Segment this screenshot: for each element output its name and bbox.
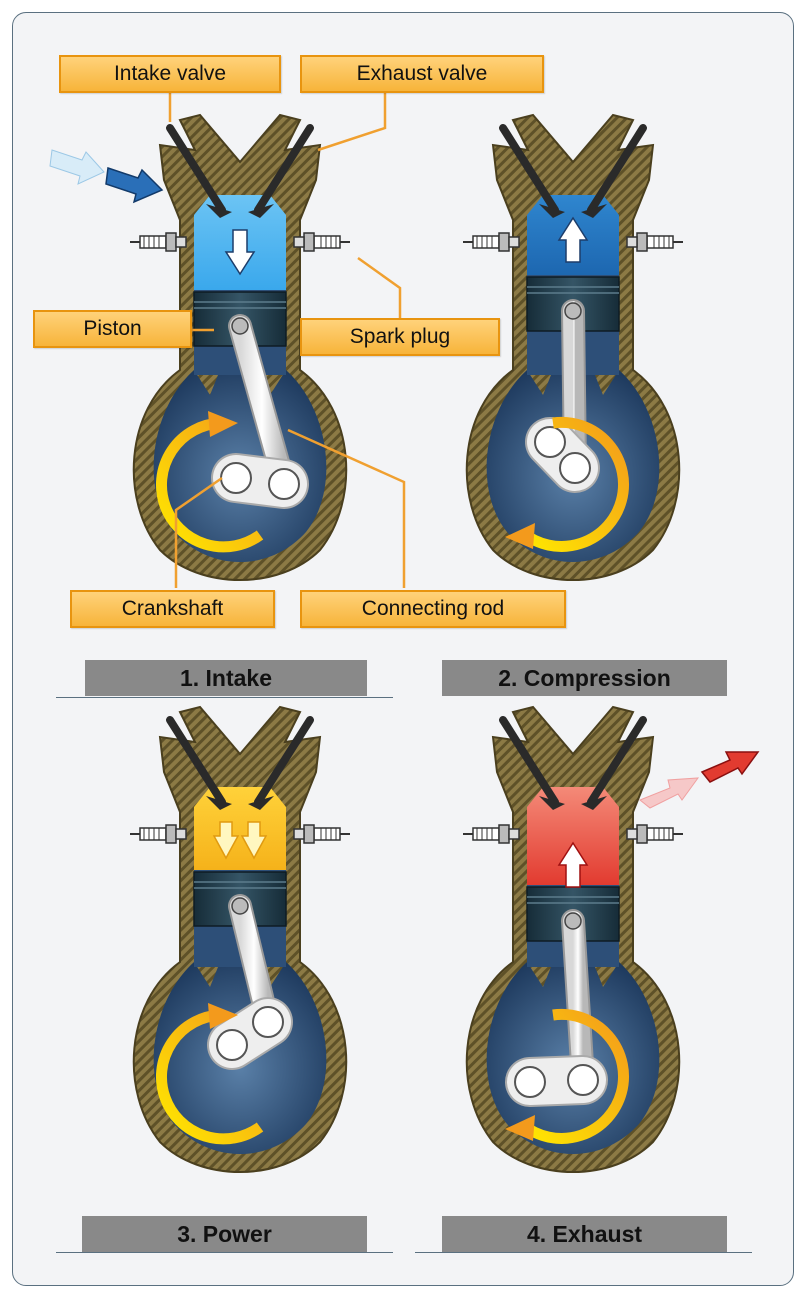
connecting-rod — [230, 316, 294, 494]
exhaust-valve-head — [581, 204, 607, 218]
intake-valve-head — [539, 796, 565, 810]
intake-valve-stem — [499, 124, 559, 214]
stroke-arrow-up — [557, 841, 589, 888]
crank-main-journal — [220, 462, 252, 494]
callout-intake-valve: Intake valve — [59, 55, 281, 93]
stage-rule-exhaust — [415, 1252, 752, 1253]
spark-plug-right — [293, 232, 351, 252]
engine-2 — [462, 113, 684, 581]
rotation-arrow — [156, 417, 264, 553]
exhaust-valve-head — [248, 204, 274, 218]
exhaust-valve-stem — [254, 124, 314, 214]
intake-flow-arrow-light — [49, 149, 105, 185]
combustion-chamber — [194, 787, 286, 870]
spark-plug-right — [626, 824, 684, 844]
wrist-pin — [564, 302, 582, 320]
rotation-arrow — [156, 1009, 264, 1145]
stage-rule-power — [56, 1252, 393, 1253]
spark-plug-left — [129, 824, 187, 844]
intake-valve-head — [539, 204, 565, 218]
stage-label-power: 3. Power — [82, 1216, 367, 1252]
stroke-arrow-down — [224, 229, 256, 276]
spark-plug-left — [462, 824, 520, 844]
wrist-pin — [231, 317, 249, 335]
crank-pin — [268, 468, 300, 500]
rotation-arrowhead — [505, 1115, 535, 1141]
rotation-arrowhead — [208, 1003, 238, 1029]
stage-label-exhaust: 4. Exhaust — [442, 1216, 727, 1252]
exhaust-valve-stem — [254, 716, 314, 806]
exhaust-valve-stem — [587, 124, 647, 214]
rotation-arrow — [519, 416, 629, 552]
intake-flow-arrow — [105, 166, 164, 204]
exhaust-flow-arrow-light — [639, 777, 700, 809]
callout-spark-plug: Spark plug — [300, 318, 500, 356]
engine-1 — [49, 113, 351, 581]
spark-plug-left — [462, 232, 520, 252]
exhaust-valve-stem — [587, 716, 647, 806]
stage-rule-intake — [56, 697, 393, 698]
combustion-chamber — [527, 787, 619, 885]
stroke-arrow-up — [557, 216, 589, 263]
exhaust-flow-arrow — [700, 751, 760, 783]
callout-leaders — [168, 92, 406, 588]
intake-valve-stem — [166, 716, 226, 806]
stage-label-compression: 2. Compression — [442, 660, 727, 696]
intake-valve-stem — [166, 124, 226, 214]
wrist-pin — [231, 897, 249, 915]
callout-exhaust-valve: Exhaust valve — [300, 55, 544, 93]
rotation-arrowhead — [208, 411, 238, 437]
stage-label-intake: 1. Intake — [85, 660, 367, 696]
engine-4 — [462, 705, 760, 1173]
callout-piston: Piston — [33, 310, 192, 348]
crank-pin — [567, 1064, 599, 1096]
crank-main-journal — [534, 426, 566, 458]
exhaust-valve-head — [581, 796, 607, 810]
spark-plug-right — [626, 232, 684, 252]
callout-connecting-rod: Connecting rod — [300, 590, 566, 628]
stroke-arrow-power-2 — [240, 821, 268, 860]
crank-main-journal — [216, 1029, 248, 1061]
engine-3 — [129, 705, 351, 1173]
wrist-pin — [564, 912, 582, 930]
spark-plug-right — [293, 824, 351, 844]
crank-pin — [252, 1006, 284, 1038]
intake-valve-head — [206, 204, 232, 218]
crank-main-journal — [514, 1066, 546, 1098]
rotation-arrow — [519, 1008, 629, 1144]
intake-valve-head — [206, 796, 232, 810]
rotation-arrowhead — [505, 523, 535, 549]
callout-crankshaft: Crankshaft — [70, 590, 275, 628]
stroke-arrow-power-1 — [212, 821, 240, 860]
intake-valve-stem — [499, 716, 559, 806]
connecting-rod — [563, 911, 593, 1090]
exhaust-valve-head — [248, 796, 274, 810]
crank-pin — [559, 452, 591, 484]
spark-plug-left — [129, 232, 187, 252]
